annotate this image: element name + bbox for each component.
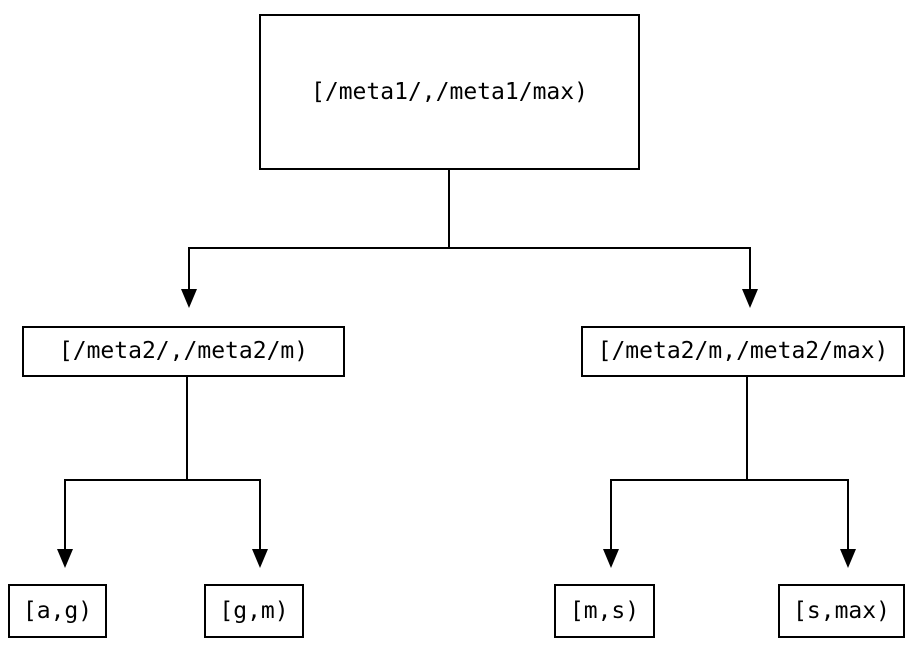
arrowhead-icon bbox=[603, 549, 619, 568]
node-meta2-high-label: [/meta2/m,/meta2/max) bbox=[597, 338, 889, 364]
node-leaf-ag-label: [a,g) bbox=[22, 597, 93, 624]
node-leaf-ag: [a,g) bbox=[8, 584, 107, 638]
arrowhead-icon bbox=[252, 549, 268, 568]
edge-meta2-high-to-leaf-ms bbox=[603, 377, 748, 568]
node-root: [/meta1/,/meta1/max) bbox=[259, 14, 640, 170]
arrowhead-icon bbox=[181, 289, 197, 308]
node-leaf-ms: [m,s) bbox=[554, 584, 655, 638]
node-meta2-low: [/meta2/,/meta2/m) bbox=[22, 326, 345, 377]
edge-meta2-low-to-leaf-gm bbox=[187, 479, 268, 568]
node-meta2-high: [/meta2/m,/meta2/max) bbox=[581, 326, 905, 377]
node-meta2-low-label: [/meta2/,/meta2/m) bbox=[58, 338, 309, 364]
edge-meta2-low-to-leaf-ag bbox=[57, 377, 188, 568]
node-leaf-gm-label: [g,m) bbox=[219, 597, 289, 624]
edge-meta2-high-to-leaf-smax bbox=[747, 479, 856, 568]
node-leaf-ms-label: [m,s) bbox=[569, 597, 640, 624]
arrowhead-icon bbox=[742, 289, 758, 308]
edge-root-to-meta2-high bbox=[449, 247, 758, 308]
node-leaf-smax-label: [s,max) bbox=[793, 597, 890, 624]
node-leaf-gm: [g,m) bbox=[204, 584, 304, 638]
node-leaf-smax: [s,max) bbox=[778, 584, 905, 638]
arrowhead-icon bbox=[840, 549, 856, 568]
node-root-label: [/meta1/,/meta1/max) bbox=[311, 78, 588, 105]
edge-root-to-meta2-low bbox=[181, 169, 450, 308]
arrowhead-icon bbox=[57, 549, 73, 568]
